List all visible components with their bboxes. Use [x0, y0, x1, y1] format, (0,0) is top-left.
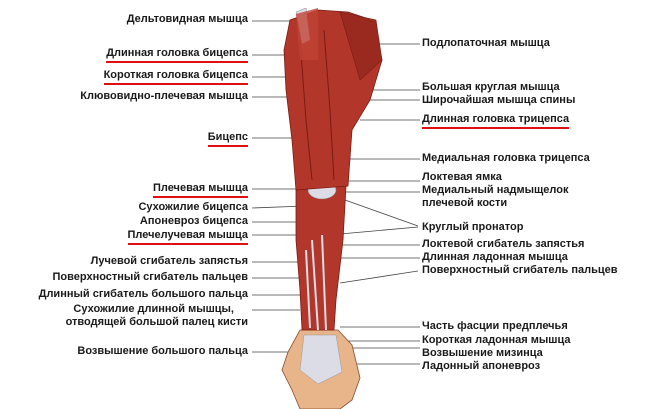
palmar-aponeurosis — [299, 334, 343, 385]
deltoid — [296, 8, 318, 60]
label-subscapularis: Подлопаточная мышца — [422, 37, 550, 49]
label-biceps: Бицепс — [207, 131, 248, 147]
label-medial-epicondyle-line1: Медиальный надмыщелок — [422, 184, 569, 196]
label-flexor-digitorum-superficialis-left: Поверхностный сгибатель пальцев — [52, 271, 248, 283]
label-flexor-carpi-radialis: Лучевой сгибатель запястья — [90, 255, 248, 267]
label-flexor-pollicis-longus: Длинный сгибатель большого пальца — [38, 288, 248, 300]
label-abductor-tendon-line1: Сухожилие длинной мышцы, — [73, 303, 234, 315]
label-coracobrachialis: Клювовидно-плечевая мышца — [80, 90, 248, 102]
label-biceps-short-head: Короткая головка бицепса — [103, 69, 248, 85]
label-forearm-fascia: Часть фасции предплечья — [422, 320, 568, 332]
label-palmaris-longus: Длинная ладонная мышца — [422, 251, 568, 263]
subscapularis — [339, 11, 383, 81]
label-latissimus-dorsi: Широчайшая мышца спины — [422, 94, 576, 106]
label-thenar-eminence: Возвышение большого пальца — [77, 345, 248, 357]
label-pronator-teres: Круглый пронатор — [422, 221, 524, 233]
label-teres-major: Большая круглая мышца — [422, 81, 560, 93]
label-hypothenar-eminence: Возвышение мизинца — [422, 347, 543, 359]
label-triceps-long-head: Длинная головка трицепса — [422, 113, 570, 129]
label-biceps-tendon: Сухожилие бицепса — [138, 201, 248, 213]
label-biceps-long-head: Длинная головка бицепса — [106, 47, 248, 63]
label-brachialis: Плечевая мышца — [152, 182, 248, 198]
label-cubital-fossa: Локтевая ямка — [422, 171, 502, 183]
label-flexor-carpi-ulnaris: Локтевой сгибатель запястья — [422, 238, 585, 250]
label-deltoid: Дельтовидная мышца — [126, 13, 248, 25]
label-medial-epicondyle-line2: плечевой кости — [422, 197, 508, 209]
label-abductor-tendon-line2: отводящей большой палец кисти — [65, 316, 248, 328]
label-palmaris-brevis: Короткая ладонная мышца — [422, 334, 571, 346]
label-triceps-medial-head: Медиальная головка трицепса — [422, 152, 590, 164]
forearm — [295, 185, 347, 331]
label-brachioradialis: Плечелучевая мышца — [127, 229, 248, 245]
label-flexor-digitorum-superficialis-right: Поверхностный сгибатель пальцев — [422, 264, 618, 276]
label-biceps-aponeurosis: Апоневроз бицепса — [139, 215, 248, 227]
label-palmar-aponeurosis: Ладонный апоневроз — [422, 360, 541, 372]
